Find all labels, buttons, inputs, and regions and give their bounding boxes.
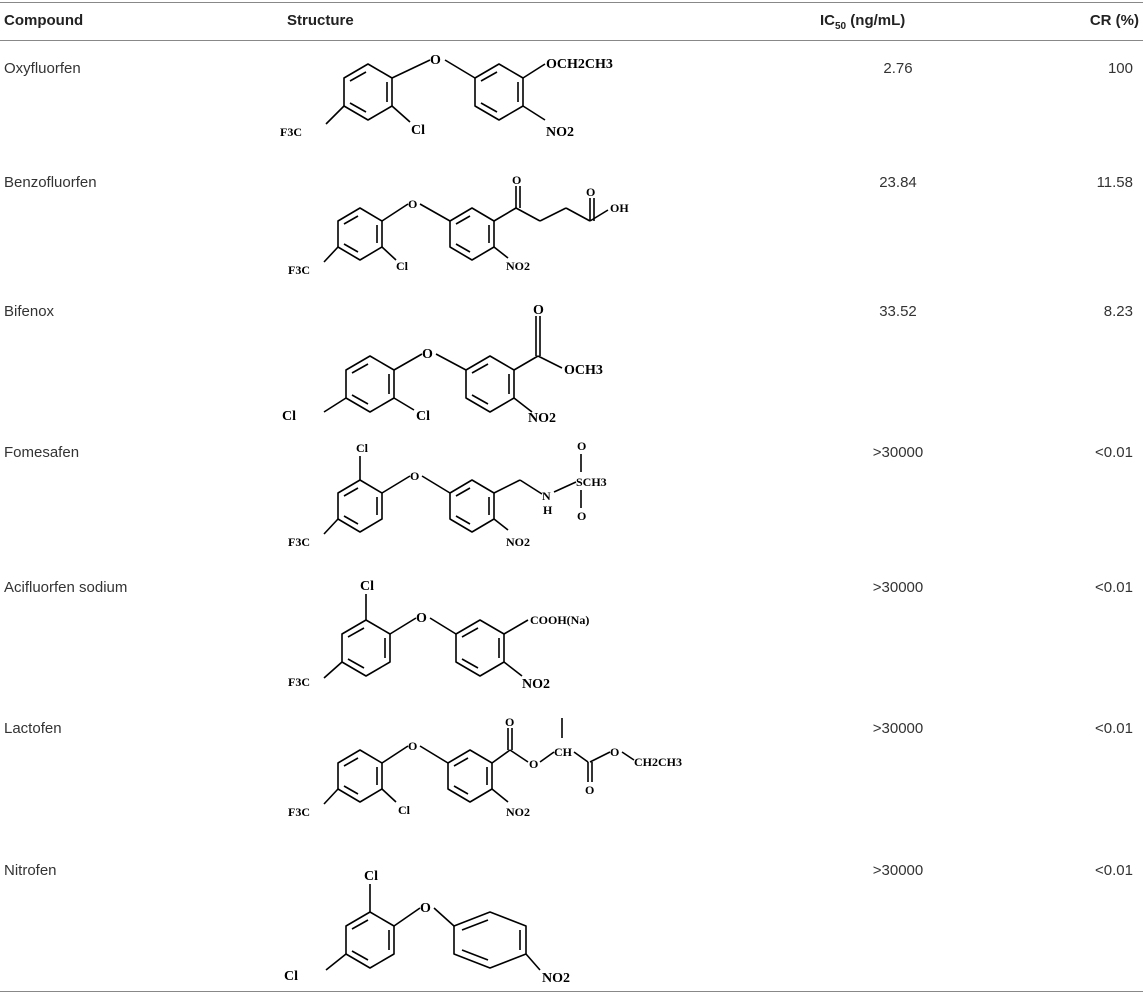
label-f3c: F3C — [288, 535, 310, 549]
label-cl: Cl — [411, 123, 425, 138]
structure-benzofluorfen: O O O OH F3C Cl NO2 — [288, 173, 629, 277]
compound-name: Acifluorfen sodium — [4, 579, 128, 596]
label-o: O — [430, 53, 441, 68]
label-n: N — [542, 489, 551, 503]
label-cooh-na: COOH(Na) — [530, 613, 589, 627]
structure-fomesafen: Cl O N H SCH3 O O F3C NO2 — [288, 439, 607, 549]
label-f3c: F3C — [288, 675, 310, 689]
label-o: O — [410, 469, 419, 483]
label-cl: Cl — [396, 259, 409, 273]
header-rule — [0, 40, 1143, 41]
cr-value: 100 — [1107, 60, 1133, 77]
compound-name: Oxyfluorfen — [4, 60, 81, 77]
label-keto-o: O — [505, 715, 514, 729]
ic50-value: >30000 — [872, 862, 924, 879]
header-structure: Structure — [287, 12, 354, 29]
ic50-value: 2.76 — [883, 60, 913, 77]
label-keto-o: O — [512, 173, 521, 187]
label-sch3: SCH3 — [576, 475, 607, 489]
cr-value: 11.58 — [1096, 174, 1133, 191]
label-o: O — [408, 739, 417, 753]
compound-name: Lactofen — [4, 720, 62, 737]
ic50-value: >30000 — [872, 720, 924, 737]
table-top-rule — [0, 2, 1143, 3]
label-cl: Cl — [398, 803, 411, 817]
structure-nitrofen: Cl O Cl NO2 — [284, 869, 570, 986]
cr-value: <0.01 — [1095, 579, 1133, 596]
label-no2: NO2 — [506, 259, 530, 273]
ic50-value: 23.84 — [879, 174, 917, 191]
label-cl: Cl — [364, 869, 378, 884]
label-f3c: F3C — [288, 805, 310, 819]
label-no2: NO2 — [528, 411, 556, 426]
label-ethyl: CH2CH3 — [634, 755, 682, 769]
cr-value: <0.01 — [1095, 720, 1133, 737]
cr-value: 8.23 — [1103, 303, 1133, 320]
label-cl: Cl — [416, 409, 430, 424]
ic50-value: 33.52 — [879, 303, 917, 320]
label-no2: NO2 — [506, 535, 530, 549]
label-cl: Cl — [360, 579, 374, 594]
structure-bifenox: O O OCH3 Cl Cl NO2 — [282, 303, 603, 426]
label-ester-o2: O — [610, 745, 619, 759]
label-left-cl: Cl — [282, 409, 296, 424]
label-acid-o: O — [586, 185, 595, 199]
label-ethoxy: OCH2CH3 — [546, 57, 613, 72]
label-h: H — [543, 503, 553, 517]
cr-value: <0.01 — [1095, 862, 1133, 879]
label-o: O — [422, 347, 433, 362]
compound-name: Bifenox — [4, 303, 55, 320]
label-no2: NO2 — [542, 971, 570, 986]
label-ch: CH — [554, 745, 573, 759]
compound-name: Benzofluorfen — [4, 174, 97, 191]
structure-oxyfluorfen: O OCH2CH3 F3C Cl NO2 — [280, 53, 613, 140]
structure-lactofen: O O O CH O O CH2CH3 F3C Cl NO2 — [288, 715, 682, 819]
label-oh: OH — [610, 201, 629, 215]
label-o: O — [408, 197, 417, 211]
label-no2: NO2 — [506, 805, 530, 819]
header-compound: Compound — [4, 12, 84, 29]
table-bottom-rule — [0, 991, 1143, 992]
label-no2: NO2 — [522, 677, 550, 692]
label-f3c: F3C — [280, 125, 302, 139]
label-o: O — [420, 901, 431, 916]
ic50-value: >30000 — [872, 444, 924, 461]
label-s-o2: O — [577, 509, 586, 523]
header-ic50: IC50 (ng/mL) — [820, 12, 906, 32]
label-keto-o: O — [533, 303, 544, 318]
label-left-cl: Cl — [284, 969, 298, 984]
label-och3: OCH3 — [564, 363, 603, 378]
compound-name: Nitrofen — [4, 862, 57, 879]
label-no2: NO2 — [546, 125, 574, 140]
cr-value: <0.01 — [1095, 444, 1133, 461]
header-cr: CR (%) — [1089, 12, 1139, 29]
label-ester-o: O — [529, 757, 538, 771]
label-s-o1: O — [577, 439, 586, 453]
label-f3c: F3C — [288, 263, 310, 277]
label-keto-o2: O — [585, 783, 594, 797]
ic50-value: >30000 — [872, 579, 924, 596]
structure-acifluorfen: Cl O COOH(Na) F3C NO2 — [288, 579, 589, 692]
label-cl: Cl — [356, 441, 369, 455]
label-o: O — [416, 611, 427, 626]
compound-name: Fomesafen — [4, 444, 80, 461]
